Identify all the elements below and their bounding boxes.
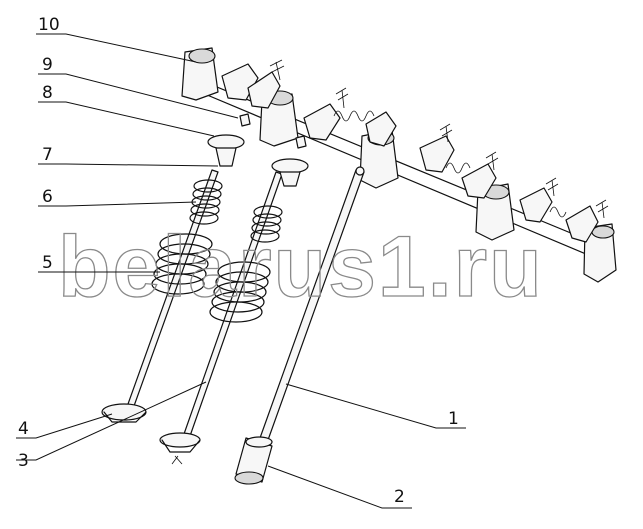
outer-valve-spring-right — [209, 261, 271, 323]
valve-keeper — [239, 113, 307, 149]
callout-1: 1 — [448, 409, 459, 429]
spring-retainer-left — [207, 134, 245, 167]
callout-6: 6 — [42, 187, 53, 207]
valve-left — [101, 169, 219, 423]
inner-valve-spring-right — [250, 205, 283, 243]
leader-lines — [16, 33, 466, 509]
callout-10: 10 — [38, 15, 60, 35]
callout-7: 7 — [42, 145, 53, 165]
watermark-text: belarus1.ru — [58, 219, 544, 315]
callout-4: 4 — [18, 419, 29, 439]
outer-valve-spring-left — [151, 233, 213, 295]
callout-2: 2 — [394, 487, 405, 507]
callout-3: 3 — [18, 451, 29, 471]
callout-5: 5 — [42, 253, 53, 273]
valve-right — [159, 171, 283, 465]
spring-retainer-right — [271, 158, 309, 187]
rocker-shaft-assembly — [181, 47, 617, 283]
inner-valve-spring-left — [189, 179, 223, 225]
tappet — [234, 436, 273, 485]
callout-8: 8 — [42, 83, 53, 103]
callout-9: 9 — [42, 55, 53, 75]
